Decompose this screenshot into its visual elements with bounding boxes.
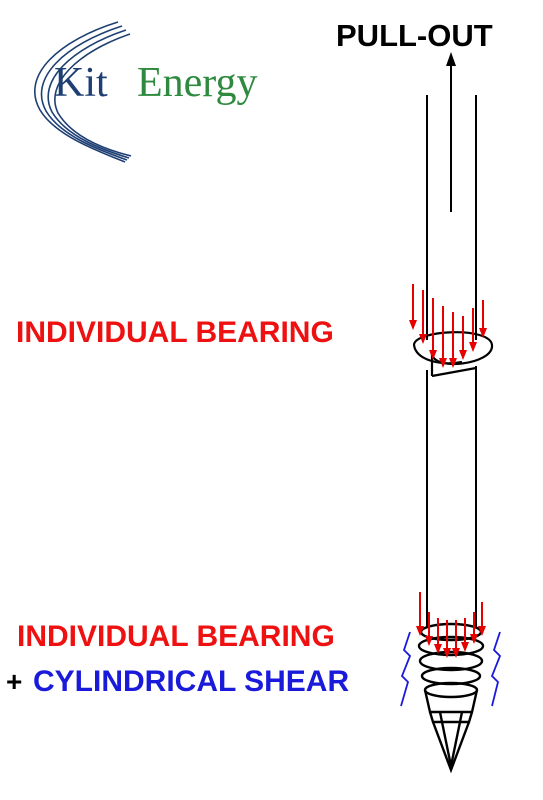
- cylindrical-shear-label: CYLINDRICAL SHEAR: [33, 665, 350, 698]
- red-arrow-icon: [425, 612, 433, 646]
- red-arrow-icon: [459, 316, 467, 360]
- red-arrow-icon: [419, 290, 427, 344]
- individual-bearing-label-upper: INDIVIDUAL BEARING: [16, 316, 334, 349]
- lower-helix-screw: [417, 622, 485, 774]
- red-arrow-icon: [461, 618, 469, 652]
- upper-shaft: [426, 95, 477, 340]
- lower-bearing-arrows: [416, 592, 486, 658]
- red-arrow-icon: [452, 620, 460, 658]
- individual-bearing-label-lower: INDIVIDUAL BEARING: [17, 620, 335, 653]
- logo-word-energy: Energy: [137, 60, 258, 106]
- upper-bearing-arrows: [409, 284, 487, 368]
- lower-shaft: [426, 366, 477, 628]
- shear-bracket-left-icon: [400, 631, 412, 707]
- red-arrow-icon: [416, 592, 424, 636]
- red-arrow-icon: [429, 298, 437, 360]
- red-arrow-icon: [478, 602, 486, 636]
- red-arrow-icon: [434, 618, 442, 654]
- red-arrow-icon: [449, 312, 457, 368]
- shear-bracket-right-icon: [490, 631, 502, 707]
- red-arrow-icon: [409, 284, 417, 330]
- red-arrow-icon: [469, 308, 477, 352]
- pull-out-arrow-icon: [446, 52, 456, 212]
- red-arrow-icon: [470, 612, 478, 644]
- logo-word-kit: Kit: [54, 60, 108, 106]
- pull-out-label: PULL-OUT: [336, 18, 493, 53]
- red-arrow-icon: [439, 306, 447, 368]
- red-arrow-icon: [443, 620, 451, 658]
- red-arrow-icon: [479, 300, 487, 338]
- plus-sign: +: [6, 666, 23, 697]
